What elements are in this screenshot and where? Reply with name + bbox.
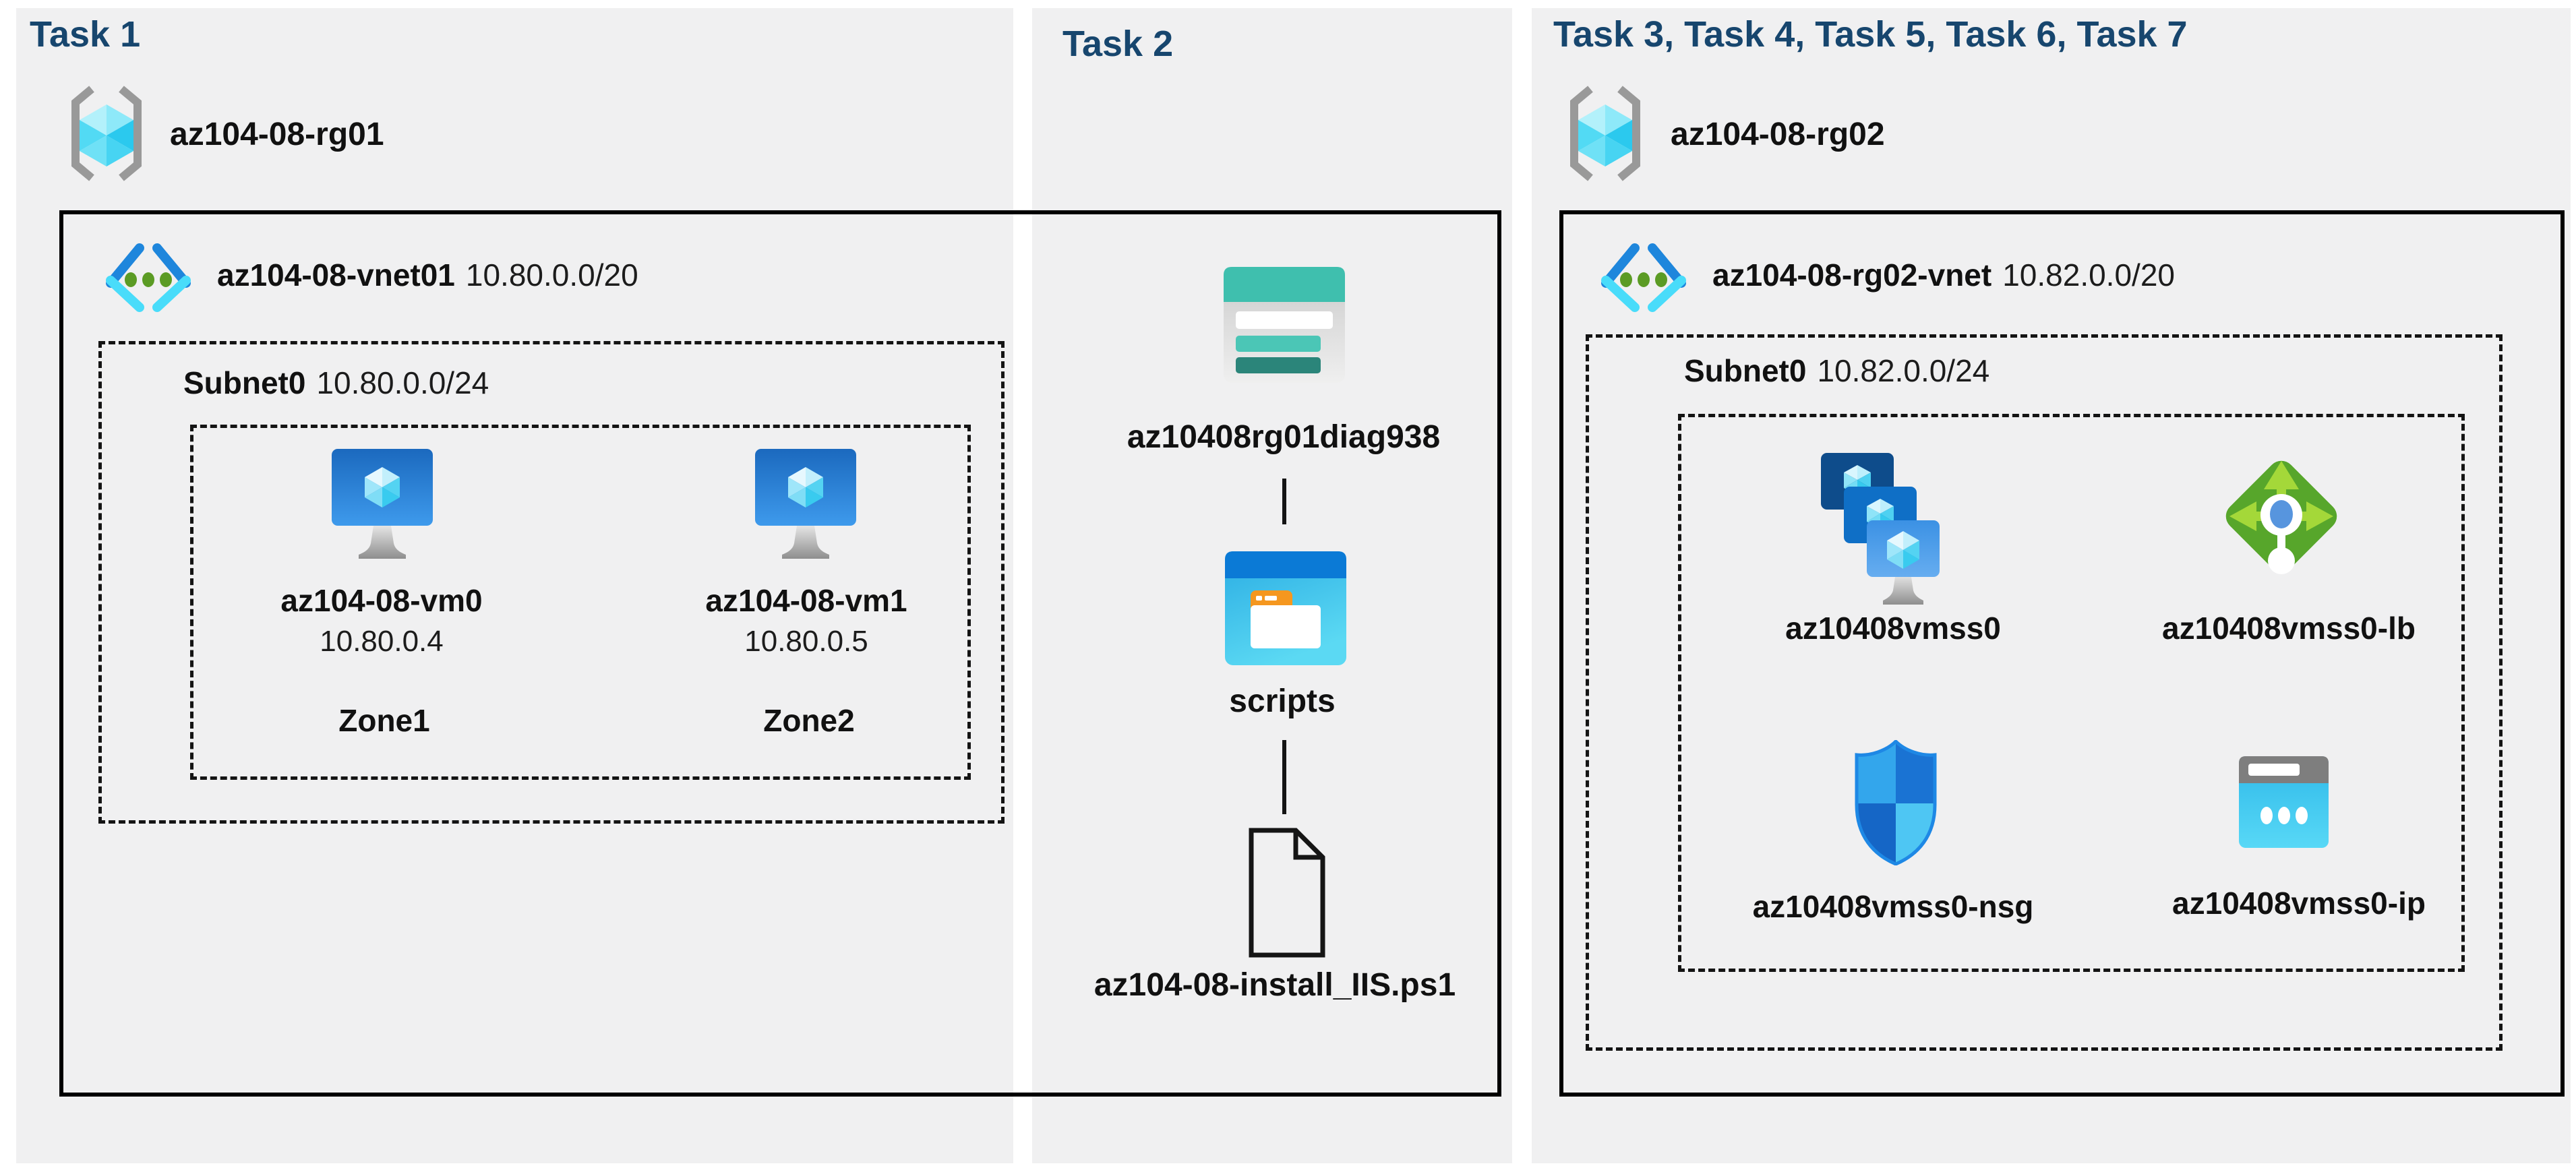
rg02-label: az104-08-rg02 [1671, 117, 1885, 152]
storage-account-icon [1224, 267, 1345, 383]
vnet02-name: az104-08-rg02-vnet [1712, 257, 1992, 293]
vm0-name: az104-08-vm0 [280, 583, 483, 618]
virtual-machine-icon [755, 449, 856, 559]
task3-title: Task 3, Task 4, Task 5, Task 6, Task 7 [1553, 14, 2188, 55]
subnet0-right-cidr: 10.82.0.0/24 [1817, 353, 1990, 388]
vmss-label: az10408vmss0 [1785, 611, 2001, 646]
vm0-zone: Zone1 [338, 703, 430, 738]
vm1-zone: Zone2 [763, 703, 855, 738]
subnet0-right-label: Subnet0 10.82.0.0/24 [1684, 355, 1989, 386]
load-balancer-label: az10408vmss0-lb [2162, 611, 2416, 646]
task1-title: Task 1 [30, 14, 141, 55]
virtual-network-icon [106, 243, 191, 312]
vnet01-name: az104-08-vnet01 [217, 257, 455, 293]
vm1-ip: 10.80.0.5 [744, 625, 868, 658]
subnet0-right-name: Subnet0 [1684, 353, 1807, 388]
connector-storage-container [1282, 479, 1286, 524]
subnet0-left-label: Subnet0 10.80.0.0/24 [183, 367, 489, 398]
vnet01-label: az104-08-vnet01 10.80.0.0/20 [217, 259, 638, 290]
vm0-ip: 10.80.0.4 [320, 625, 444, 658]
vnet02-cidr: 10.82.0.0/20 [2002, 257, 2175, 293]
vmss-resources-box [1678, 414, 2465, 972]
zones-box [190, 425, 971, 780]
subnet0-left-box [98, 341, 1005, 824]
connector-container-file [1282, 740, 1286, 814]
blob-container-icon [1225, 551, 1346, 665]
subnet0-left-name: Subnet0 [183, 365, 306, 400]
rg01-label: az104-08-rg01 [170, 117, 384, 152]
storage-account-label: az10408rg01diag938 [1127, 419, 1441, 455]
nsg-label: az10408vmss0-nsg [1752, 889, 2034, 924]
subnet0-right-box [1586, 334, 2503, 1051]
file-icon [1249, 828, 1325, 958]
load-balancer-icon [2225, 460, 2337, 574]
resource-group-icon [71, 86, 142, 181]
task1-panel [16, 8, 1013, 1163]
vnet01-boundary-box [59, 210, 1501, 1097]
task2-title: Task 2 [1062, 24, 1174, 64]
vm-scale-set-icon [1821, 453, 1940, 605]
nsg-icon [1855, 740, 1937, 865]
vm1-name: az104-08-vm1 [705, 583, 907, 618]
resource-group-icon [1570, 86, 1640, 181]
vnet01-cidr: 10.80.0.0/20 [465, 257, 638, 293]
vnet02-label: az104-08-rg02-vnet 10.82.0.0/20 [1712, 259, 2175, 290]
public-ip-icon [2239, 756, 2329, 848]
vnet02-boundary-box [1559, 210, 2565, 1097]
virtual-machine-icon [332, 449, 433, 559]
public-ip-label: az10408vmss0-ip [2172, 886, 2426, 921]
file-label: az104-08-install_IIS.ps1 [1094, 967, 1456, 1003]
container-label: scripts [1229, 683, 1336, 719]
subnet0-left-cidr: 10.80.0.0/24 [316, 365, 489, 400]
virtual-network-icon [1601, 243, 1686, 312]
